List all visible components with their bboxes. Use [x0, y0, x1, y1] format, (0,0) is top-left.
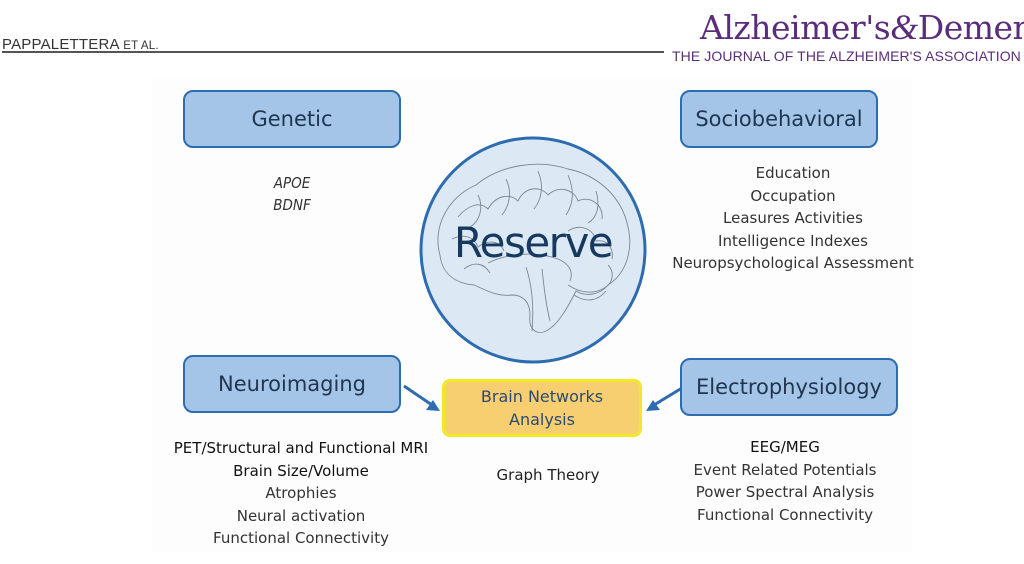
sociobehavioral-item: Neuropsychological Assessment	[672, 254, 914, 272]
sociobehavioral-label: Sociobehavioral	[695, 107, 863, 131]
brain-networks-analysis-box: Brain Networks Analysis	[442, 379, 642, 437]
neuroimaging-item: Brain Size/Volume	[233, 461, 369, 480]
reserve-circle: Reserve	[418, 135, 648, 365]
sociobehavioral-item: Occupation	[750, 186, 836, 205]
genetic-list: APOE BDNF	[232, 172, 352, 216]
genetic-item: APOE	[273, 174, 311, 192]
running-header-author: PAPPALETTERA ET AL.	[2, 36, 159, 53]
genetic-item: BDNF	[273, 196, 311, 214]
sociobehavioral-box: Sociobehavioral	[680, 90, 878, 148]
genetic-label: Genetic	[251, 107, 333, 131]
genetic-box: Genetic	[183, 90, 401, 148]
arrow-neuroimaging-to-networks	[403, 384, 440, 411]
journal-ampersand: &	[890, 7, 918, 47]
electrophysiology-item: EEG/MEG	[750, 438, 820, 456]
journal-logo: Alzheimer's&Dementia®	[700, 6, 1024, 48]
electrophysiology-item: Functional Connectivity	[697, 505, 873, 524]
neuroimaging-item: Functional Connectivity	[213, 529, 389, 547]
journal-title-part1: Alzheimer's	[700, 8, 891, 47]
neuroimaging-list: PET/Structural and Functional MRI Brain …	[160, 437, 442, 550]
electrophysiology-item: Power Spectral Analysis	[695, 483, 875, 501]
reserve-label: Reserve	[453, 218, 614, 267]
neuroimaging-box: Neuroimaging	[183, 355, 401, 413]
arrow-electrophysiology-to-networks	[646, 386, 683, 411]
brain-networks-line1: Brain Networks	[480, 387, 604, 406]
journal-subtitle: THE JOURNAL OF THE ALZHEIMER'S ASSOCIATI…	[672, 48, 1021, 64]
graph-theory-label: Graph Theory	[496, 466, 600, 484]
electrophysiology-box: Electrophysiology	[680, 358, 898, 416]
brain-networks-line2: Analysis	[509, 410, 575, 429]
neuroimaging-item: Neural activation	[236, 506, 366, 525]
author-name: PAPPALETTERA	[2, 36, 119, 53]
neuroimaging-label: Neuroimaging	[218, 372, 366, 396]
electrophysiology-item: Event Related Potentials	[693, 460, 877, 479]
author-suffix: ET AL.	[123, 40, 159, 52]
sociobehavioral-list: Education Occupation Leasures Activities…	[668, 162, 918, 275]
header-rule	[2, 51, 664, 53]
electrophysiology-label: Electrophysiology	[696, 375, 882, 399]
brain-icon	[419, 136, 647, 364]
sociobehavioral-item: Education	[755, 164, 831, 182]
sociobehavioral-item: Leasures Activities	[723, 209, 863, 227]
electrophysiology-list: EEG/MEG Event Related Potentials Power S…	[660, 436, 910, 526]
sociobehavioral-item: Intelligence Indexes	[718, 231, 868, 250]
neuroimaging-item: Atrophies	[265, 484, 337, 502]
neuroimaging-item: PET/Structural and Functional MRI	[173, 439, 429, 457]
journal-title-part2: Dementia	[917, 8, 1024, 47]
